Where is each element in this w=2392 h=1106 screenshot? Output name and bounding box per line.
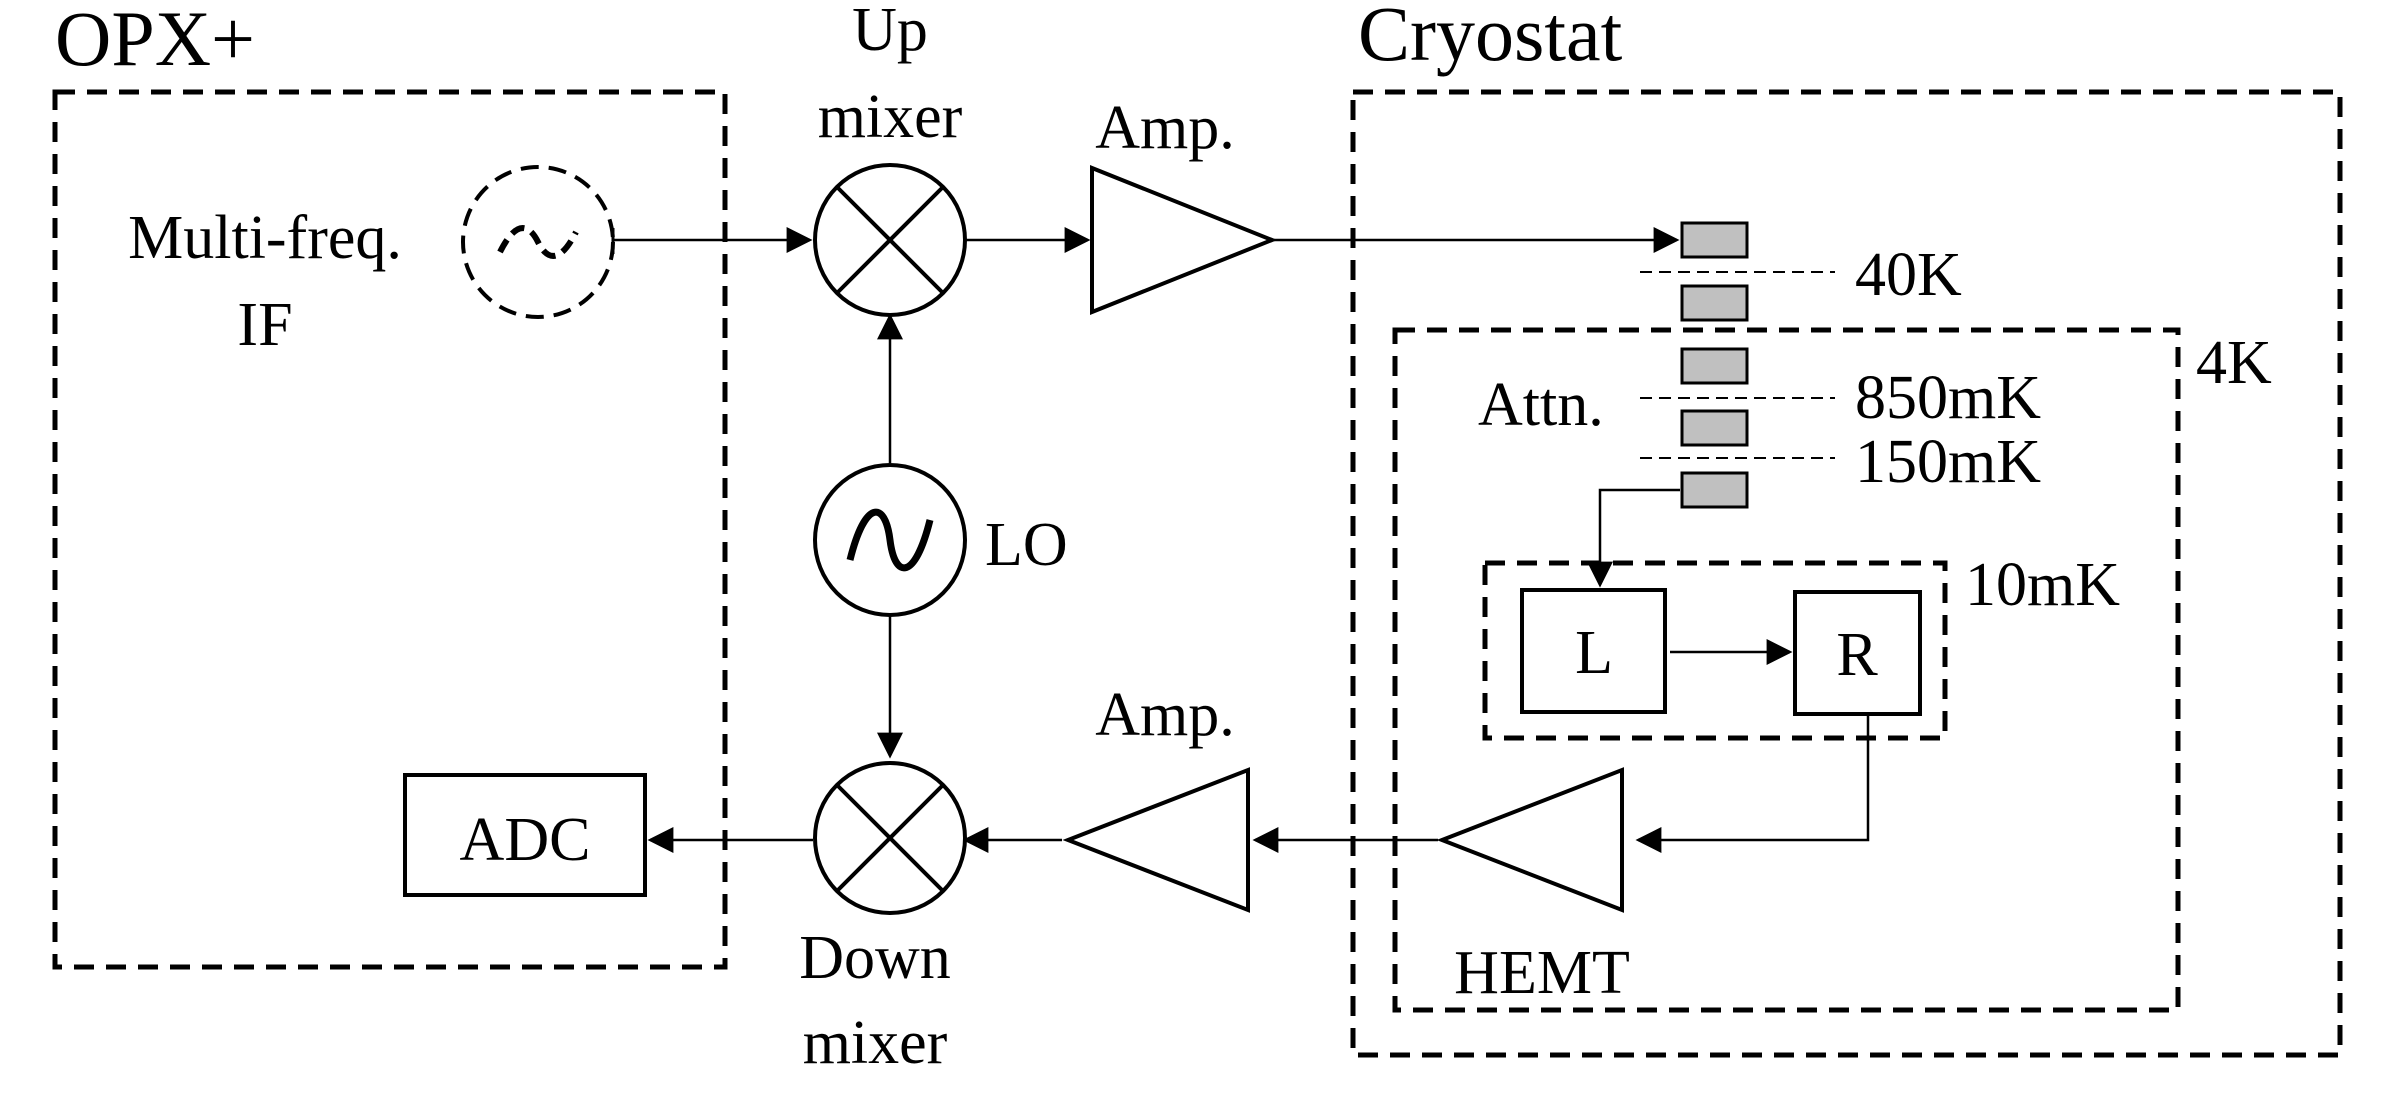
- up-mixer-label-line1: Up: [852, 0, 928, 64]
- cryostat-title: Cryostat: [1358, 0, 1623, 77]
- multifreq-source-icon: [461, 165, 615, 319]
- adc-box: [403, 773, 647, 897]
- attenuator-5: [1680, 471, 1749, 509]
- hemt-amplifier-icon: [1436, 767, 1624, 913]
- attenuator-3: [1680, 347, 1749, 385]
- stage-40k-label: 40K: [1855, 241, 1962, 309]
- lo-label: LO: [985, 511, 1068, 579]
- attenuator-2: [1680, 284, 1749, 322]
- stage-850mk-label: 850mK: [1855, 364, 2041, 432]
- wire-attenuator-to-l: [1587, 488, 1680, 588]
- amp-top-label: Amp.: [1095, 94, 1235, 162]
- attn-label: Attn.: [1478, 371, 1604, 439]
- down-mixer-icon: [813, 761, 967, 915]
- up-mixer-label-line2: mixer: [818, 83, 963, 151]
- wire-r-to-hemt: [1635, 716, 1870, 853]
- amplifier-top-icon: [1090, 165, 1278, 315]
- down-mixer-label-line1: Down: [799, 924, 951, 992]
- attenuator-4: [1680, 409, 1749, 447]
- amplifier-bottom-icon: [1062, 767, 1250, 913]
- r-box-label: R: [1836, 621, 1878, 689]
- stage-4k-enclosure: [1392, 327, 2181, 1013]
- lo-source-icon: [813, 463, 967, 617]
- down-mixer-label-line2: mixer: [803, 1009, 948, 1077]
- amp-bottom-label: Amp.: [1095, 681, 1235, 749]
- up-mixer-icon: [813, 163, 967, 317]
- multifreq-label-line1: Multi-freq.: [128, 204, 402, 272]
- stage-10mk-label: 10mK: [1965, 551, 2120, 619]
- opx-enclosure: [52, 89, 728, 970]
- l-box-label: L: [1575, 619, 1613, 687]
- multifreq-label-line2: IF: [237, 291, 292, 359]
- stage-150mk-label: 150mK: [1855, 428, 2041, 496]
- r-box: [1793, 590, 1922, 716]
- cryostat-enclosure: [1350, 89, 2343, 1058]
- l-box: [1520, 588, 1667, 714]
- opx-title: OPX+: [55, 0, 255, 82]
- hemt-label: HEMT: [1454, 939, 1630, 1007]
- adc-label: ADC: [460, 806, 591, 874]
- attenuator-1: [1680, 221, 1749, 259]
- stage-4k-label: 4K: [2196, 329, 2272, 397]
- stage-10mk-enclosure: [1482, 560, 1948, 741]
